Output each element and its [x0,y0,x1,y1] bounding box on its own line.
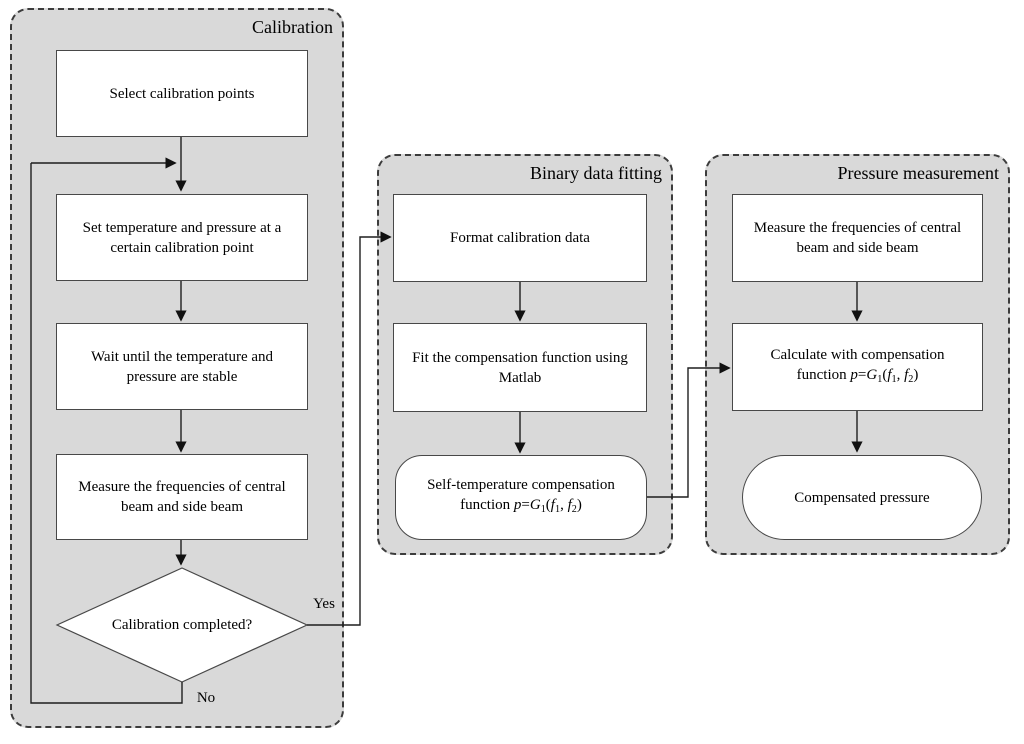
flow-step-fit-compensation-function: Fit the compensation function using Matl… [393,323,647,412]
formula-label: function p=G1(f1, f2) [796,366,919,385]
step-label: Fit the compensation function using [412,349,628,366]
binary-data-fitting-panel-title: Binary data fitting [530,163,662,183]
no-branch-label: No [196,690,216,706]
flow-step-set-temperature-pressure: Set temperature and pressure at a certai… [56,194,308,281]
step-label: Measure the frequencies of central [753,220,962,236]
step-label: pressure are stable [126,368,238,385]
step-label: Measure the frequencies of central [78,479,286,495]
flow-step-select-calibration-points: Select calibration points [56,50,308,137]
step-label: Calculate with compensation [770,346,945,363]
step-label: beam and side beam [796,240,919,256]
flow-step-format-calibration-data: Format calibration data [393,194,647,282]
step-label: Format calibration data [450,230,590,246]
step-label: Set temperature and pressure at a [82,219,282,236]
step-label: beam and side beam [120,499,244,515]
pressure-measurement-panel-title: Pressure measurement [837,163,999,183]
yes-branch-label: Yes [313,596,335,612]
flow-step-measure-frequencies-pressure: Measure the frequencies of central beam … [732,194,983,282]
step-label: certain calibration point [110,239,254,256]
flow-step-wait-until-stable: Wait until the temperature and pressure … [56,323,308,410]
flow-result-self-temperature-compensation-function: Self-temperature compensation function p… [395,455,647,540]
step-label: Matlab [498,369,542,386]
step-label: Self-temperature compensation [427,477,615,494]
step-label: Wait until the temperature and [90,348,274,365]
flow-result-compensated-pressure: Compensated pressure [742,455,982,540]
step-label: Compensated pressure [794,489,930,506]
flow-step-calculate-with-compensation-function: Calculate with compensation function p=G… [732,323,983,411]
decision-calibration-completed: Calibration completed? [111,617,253,633]
flow-step-measure-frequencies-calibration: Measure the frequencies of central beam … [56,454,308,540]
formula-label: function p=G1(f1, f2) [460,497,582,515]
calibration-panel-title: Calibration [252,17,333,37]
step-label: Select calibration points [109,85,255,102]
